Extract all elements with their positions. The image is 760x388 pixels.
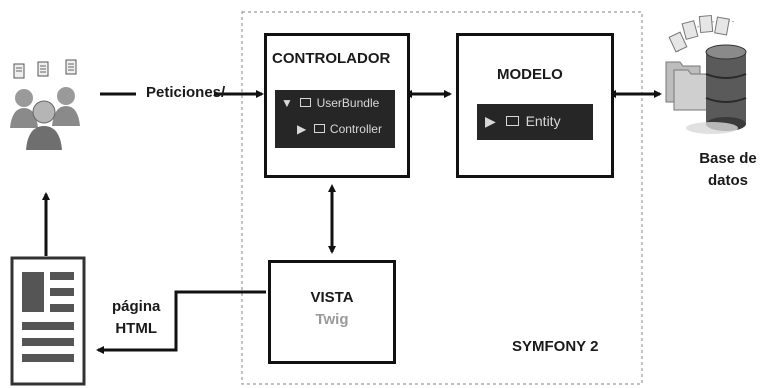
tree-item-userbundle[interactable]: ▼ UserBundle: [281, 96, 379, 110]
tree-item-userbundle-label: UserBundle: [316, 96, 380, 110]
model-box: MODELO ▶ Entity: [456, 33, 614, 178]
database-label: Base de datos: [696, 148, 760, 192]
controller-tree: ▼ UserBundle ▶ Controller: [275, 90, 395, 148]
collapsed-arrow-icon: ▶: [485, 113, 496, 129]
tree-item-entity-label: Entity: [525, 113, 561, 129]
symfony-frame: [241, 11, 643, 385]
collapsed-arrow-icon: ▶: [297, 122, 307, 136]
folder-icon: [300, 98, 312, 107]
users-group-icon: [10, 59, 80, 150]
tree-item-entity[interactable]: ▶ Entity: [485, 113, 561, 130]
model-title: MODELO: [497, 66, 563, 83]
model-tree: ▶ Entity: [477, 104, 593, 140]
controller-title: CONTROLADOR: [272, 50, 391, 67]
database-label-line1: Base de: [699, 150, 757, 167]
view-title: VISTA: [310, 289, 354, 306]
requests-label: Peticiones/: [146, 84, 226, 101]
html-page-label-line1: página: [112, 298, 161, 315]
view-subtitle: Twig: [315, 311, 349, 328]
controller-box: CONTROLADOR ▼ UserBundle ▶ Controller: [264, 33, 410, 178]
folder-icon: [505, 116, 519, 126]
html-page-label: página HTML: [112, 296, 160, 340]
html-page-label-line2: HTML: [115, 320, 157, 337]
database-icon: [665, 14, 747, 134]
view-box: VISTA Twig: [268, 260, 396, 364]
html-document-icon: [10, 256, 86, 386]
framework-label: SYMFONY 2: [512, 338, 599, 355]
expanded-arrow-icon: ▼: [281, 96, 293, 110]
tree-item-controller-label: Controller: [329, 122, 382, 136]
folder-icon: [313, 124, 325, 133]
tree-item-controller[interactable]: ▶ Controller: [297, 122, 382, 136]
database-label-line2: datos: [707, 172, 748, 189]
view-to-page-arrow: [96, 290, 266, 354]
